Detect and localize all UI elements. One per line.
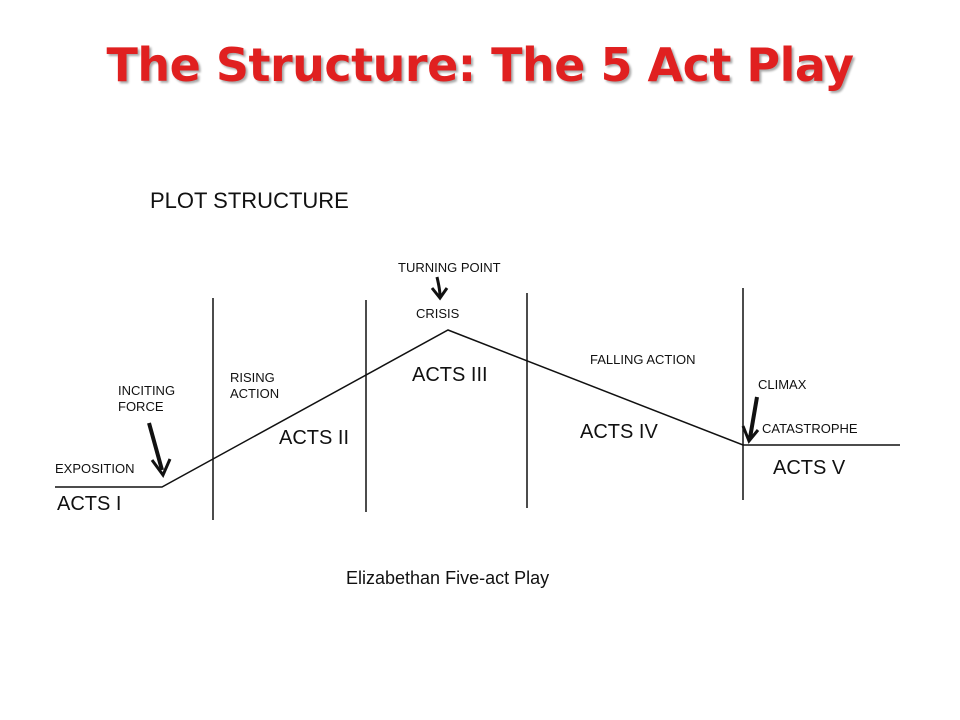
label-catastrophe: CATASTROPHE: [762, 421, 858, 436]
label-rising-line1: RISING: [230, 370, 275, 385]
diagram-caption: Elizabethan Five-act Play: [346, 568, 549, 588]
label-falling-action: FALLING ACTION: [590, 352, 695, 367]
label-turning-point: TURNING POINT: [398, 260, 501, 275]
diagram-heading: PLOT STRUCTURE: [150, 188, 349, 213]
inciting-force-arrow-icon: [147, 422, 172, 478]
label-exposition: EXPOSITION: [55, 461, 134, 476]
label-inciting-line2: FORCE: [118, 399, 164, 414]
label-climax: CLIMAX: [758, 377, 807, 392]
label-rising-line2: ACTION: [230, 386, 279, 401]
act-dividers: [212, 288, 744, 520]
climax-arrow-icon: [741, 396, 760, 444]
act-label-4: ACTS IV: [580, 421, 658, 443]
plot-line: [55, 329, 900, 488]
act-label-3: ACTS III: [412, 364, 488, 386]
turning-point-arrow-icon: [430, 276, 449, 301]
label-inciting-line1: INCITING: [118, 383, 175, 398]
slide-title: The Structure: The 5 Act Play: [106, 38, 854, 92]
act-label-2: ACTS II: [279, 427, 349, 449]
act-label-1: ACTS I: [57, 493, 121, 515]
act-label-5: ACTS V: [773, 457, 846, 479]
label-crisis: CRISIS: [416, 306, 460, 321]
